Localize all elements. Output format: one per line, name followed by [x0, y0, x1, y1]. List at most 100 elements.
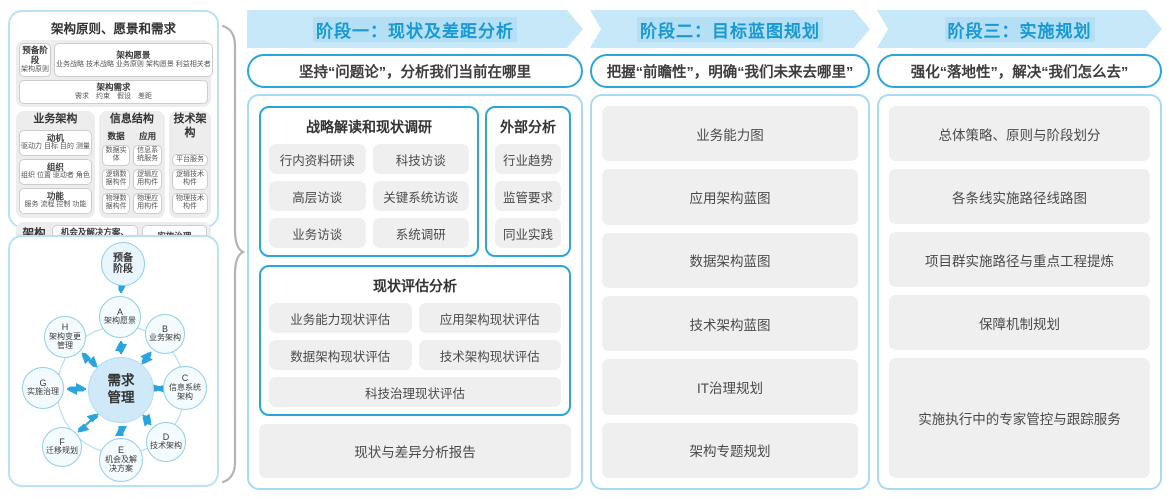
prep-phase-box: 预备阶段 架构原则: [19, 43, 51, 77]
phase-3-item: 总体策略、原则与阶段划分: [889, 106, 1150, 161]
architecture-principles-panel: 架构原则、愿景和需求 预备阶段 架构原则 架构愿景 业务战略 技术战略 业务原则…: [8, 10, 219, 262]
data-column: 数据 数据实体 逻辑数据构件 物理数据构件: [101, 130, 131, 214]
node-b-circle: B 业务架构: [145, 314, 185, 354]
platform-service-box: 平台服务: [171, 153, 208, 166]
technology-architecture-section: 技术架构 平台服务 逻辑技术构件 物理技术构件: [168, 111, 211, 218]
node-f-circle: F 迁移规划: [42, 427, 82, 467]
logical-tech-box: 逻辑技术构件: [171, 168, 208, 190]
business-architecture-section: 业务架构 动机 驱动力 目标 目的 测量 组织 组织 位置 驱动者 角色 功能 …: [16, 111, 95, 218]
strategy-research-group: 战略解读和现状调研 行内资料研读 科技访谈 高层访谈 关键系统访谈 业务访谈 系…: [259, 106, 479, 257]
organization-sub: 组织 位置 驱动者 角色: [21, 172, 90, 180]
phase-2-item: 应用架构蓝图: [602, 169, 858, 225]
info-structure-title: 信息结构: [109, 113, 154, 126]
business-arch-title: 业务架构: [33, 113, 78, 126]
architecture-vision-box: 架构愿景 业务战略 技术战略 业务原则 架构愿景 利益相关者: [54, 43, 213, 77]
data-header: 数据: [107, 130, 125, 141]
prep-phase-title: 预备阶段: [22, 45, 48, 65]
assessment-item: 业务能力现状评估: [269, 303, 412, 333]
requirements-sub: 需求 约束 假设 差距: [75, 92, 152, 100]
motivation-sub: 驱动力 目标 目的 测量: [21, 143, 90, 151]
physical-data-box: 物理数据构件: [101, 192, 131, 214]
node-c-circle: C 信息系统架构: [163, 366, 207, 410]
phase-1-subtitle: 坚持“问题论”，分析我们当前在哪里: [299, 64, 531, 81]
phase-2-item: 架构专题规划: [602, 422, 858, 478]
panel-title: 架构原则、愿景和需求: [50, 22, 176, 36]
external-analysis-group: 外部分析 行业趋势 监管要求 同业实践: [485, 106, 571, 257]
architecture-requirements-box: 架构需求 需求 约束 假设 差距: [19, 79, 208, 105]
phase-2-subtitle: 把握“前瞻性”，明确“我们未来去哪里”: [606, 64, 854, 81]
phase-1-banner: 阶段一：现状及差距分析: [247, 10, 583, 48]
phase-3-item: 项目群实施路径与重点工程提炼: [889, 232, 1150, 287]
phase-3-item: 各条线实施路径线路图: [889, 169, 1150, 224]
phase-2-subtitle-box: 把握“前瞻性”，明确“我们未来去哪里”: [590, 54, 870, 88]
research-item: 科技访谈: [372, 144, 469, 174]
phase-3-subtitle: 强化“落地性”，解决“我们怎么去”: [910, 64, 1129, 81]
phase-3-subtitle-box: 强化“落地性”，解决“我们怎么去”: [877, 54, 1162, 88]
phase-3-item: 实施执行中的专家管控与跟踪服务: [889, 358, 1150, 478]
prep-phase-sub: 架构原则: [21, 65, 49, 73]
organization-title: 组织: [46, 161, 64, 172]
node-h-circle: H 架构变更管理: [44, 316, 86, 358]
strategy-research-title: 战略解读和现状调研: [306, 119, 432, 135]
research-item: 关键系统访谈: [372, 181, 469, 211]
function-sub: 服务 流程 控制 功能: [24, 201, 87, 209]
phase-2-container: 业务能力图 应用架构蓝图 数据架构蓝图 技术架构蓝图 IT治理规划 架构专题规划: [590, 94, 870, 490]
node-d-circle: D 技术架构: [146, 422, 186, 462]
research-item: 系统调研: [372, 218, 469, 248]
center-circle-label: 需求管理: [107, 373, 135, 405]
assessment-item: 数据架构现状评估: [269, 340, 412, 370]
gap-analysis-report-item: 现状与差异分析报告: [259, 424, 571, 478]
research-item: 高层访谈: [269, 181, 366, 211]
phase-2-item: 数据架构蓝图: [602, 232, 858, 288]
assessment-item-full: 科技治理现状评估: [269, 377, 561, 407]
organization-box: 组织 组织 位置 驱动者 角色: [19, 158, 92, 185]
application-column: 应用 信息系统服务 逻辑应用构件 物理应用构件: [133, 130, 162, 214]
application-header: 应用: [139, 130, 157, 141]
phase-2-item: 业务能力图: [602, 106, 858, 162]
node-e-circle: E 机会及解决方案: [99, 438, 143, 482]
prep-circle-label: 预备阶段: [113, 252, 133, 275]
phase-3-banner-label: 阶段三：实施规划: [945, 17, 1095, 42]
requirements-title: 架构需求: [96, 81, 131, 92]
brace-connector: [221, 24, 245, 484]
phase-2-banner: 阶段二：目标蓝图规划: [590, 10, 870, 48]
research-item: 行内资料研读: [269, 144, 366, 174]
assessment-title: 现状评估分析: [373, 278, 457, 294]
vision-sub: 业务战略 技术战略 业务原则 架构愿景 利益相关者: [56, 60, 211, 68]
phase-3-container: 总体策略、原则与阶段划分 各条线实施路径线路图 项目群实施路径与重点工程提炼 保…: [877, 94, 1162, 490]
external-analysis-title: 外部分析: [500, 119, 556, 135]
phase-3-banner: 阶段三：实施规划: [877, 10, 1162, 48]
function-title: 功能: [46, 190, 64, 201]
phase-1-container: 战略解读和现状调研 行内资料研读 科技访谈 高层访谈 关键系统访谈 业务访谈 系…: [247, 94, 583, 490]
research-item: 业务访谈: [269, 218, 366, 248]
external-item: 同业实践: [495, 218, 561, 248]
logical-app-box: 逻辑应用构件: [133, 168, 162, 190]
phases-area: 阶段一：现状及差距分析 坚持“问题论”，分析我们当前在哪里 战略解读和现状调研 …: [247, 10, 1162, 490]
external-item: 行业趋势: [495, 144, 561, 174]
adm-cycle-panel: 预备阶段 A 架构愿景 B 业务架构 C 信息系统架构 D 技术架构 E 机会及…: [8, 235, 219, 487]
phase-1-subtitle-box: 坚持“问题论”，分析我们当前在哪里: [247, 54, 583, 88]
physical-app-box: 物理应用构件: [133, 192, 162, 214]
phase-2-banner-label: 阶段二：目标蓝图规划: [637, 17, 823, 42]
phase-3-item: 保障机制规划: [889, 295, 1150, 350]
assessment-item: 应用架构现状评估: [418, 303, 561, 333]
logical-data-box: 逻辑数据构件: [101, 168, 131, 190]
motivation-title: 动机: [46, 132, 64, 143]
vision-requirements-group: 预备阶段 架构原则 架构愿景 业务战略 技术战略 业务原则 架构愿景 利益相关者…: [16, 40, 213, 108]
current-assessment-group: 现状评估分析 业务能力现状评估 应用架构现状评估 数据架构现状评估 技术架构现状…: [259, 265, 571, 416]
data-entity-box: 数据实体: [101, 144, 131, 166]
function-box: 功能 服务 流程 控制 功能: [19, 187, 92, 214]
phase-1-banner-label: 阶段一：现状及差距分析: [313, 17, 517, 42]
motivation-box: 动机 驱动力 目标 目的 测量: [19, 129, 92, 156]
tech-arch-title: 技术架构: [173, 113, 207, 139]
info-system-service-box: 信息系统服务: [133, 144, 162, 166]
node-g-circle: G 实施治理: [22, 367, 64, 409]
vision-title: 架构愿景: [116, 49, 151, 60]
phase-1-column: 阶段一：现状及差距分析 坚持“问题论”，分析我们当前在哪里 战略解读和现状调研 …: [247, 10, 583, 490]
phase-2-column: 阶段二：目标蓝图规划 把握“前瞻性”，明确“我们未来去哪里” 业务能力图 应用架…: [590, 10, 870, 490]
node-a-circle: A 架构愿景: [99, 296, 141, 338]
phase-3-column: 阶段三：实施规划 强化“落地性”，解决“我们怎么去” 总体策略、原则与阶段划分 …: [877, 10, 1162, 490]
assessment-item: 技术架构现状评估: [418, 340, 561, 370]
physical-tech-box: 物理技术构件: [171, 192, 208, 214]
information-structure-section: 信息结构 数据 数据实体 逻辑数据构件 物理数据构件 应用 信息系统服务 逻辑应…: [98, 111, 165, 218]
